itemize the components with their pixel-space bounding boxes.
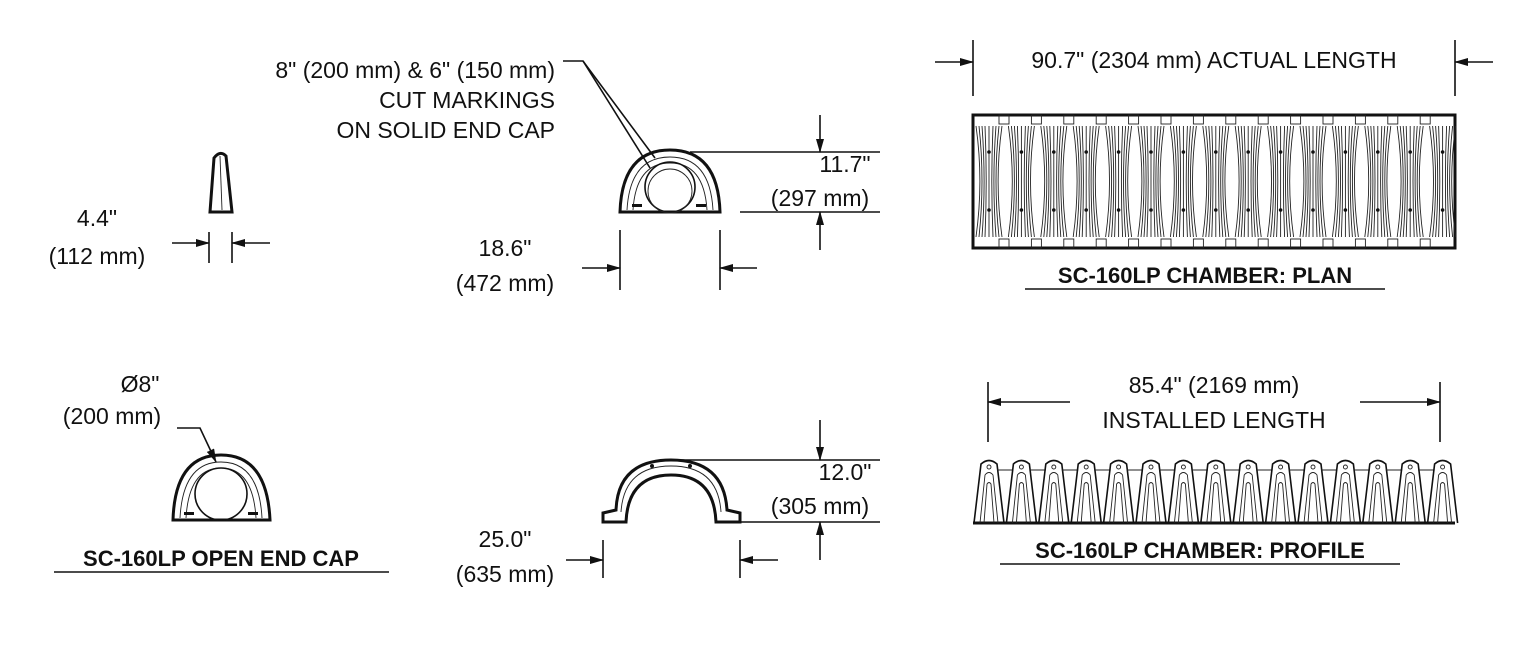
chamber-end-view: 12.0" (305 mm) 25.0" (635 mm) — [456, 420, 880, 587]
corrugation-rib — [1005, 459, 1046, 524]
corrugation-rib — [1396, 114, 1431, 249]
corrugation-rib — [1102, 459, 1143, 524]
corrugation-rib — [1232, 459, 1273, 524]
corrugation-rib — [1169, 114, 1204, 249]
corrugation-rib — [1137, 114, 1172, 249]
installed-length-value: 85.4" (2169 mm) — [1129, 372, 1300, 398]
cut-markings-line-3: ON SOLID END CAP — [336, 117, 555, 143]
corrugation-rib — [1429, 125, 1457, 238]
leader-line — [582, 60, 651, 169]
width-inches: 18.6" — [479, 235, 532, 261]
width-mm: (472 mm) — [456, 270, 554, 296]
corrugation-rib — [1040, 114, 1075, 249]
corrugation-rib — [1299, 114, 1334, 249]
diameter-mm: (200 mm) — [63, 403, 161, 429]
width-inches: 25.0" — [479, 526, 532, 552]
corrugation-rib — [1038, 459, 1079, 524]
cut-markings-line-1: 8" (200 mm) & 6" (150 mm) — [275, 57, 555, 83]
open-end-cap: Ø8" (200 mm) SC-160LP OPEN END CAP — [54, 371, 389, 573]
chamber-profile: 85.4" (2169 mm) INSTALLED LENGTH SC-160L… — [973, 372, 1459, 565]
height-inches: 11.7" — [819, 151, 870, 177]
corrugation-rib — [1362, 459, 1403, 524]
corrugation-rib — [1297, 459, 1338, 524]
corrugation-rib — [1364, 114, 1399, 249]
diameter-inches: Ø8" — [121, 371, 160, 397]
open-end-cap-title: SC-160LP OPEN END CAP — [83, 546, 359, 571]
chamber-plan: 90.7" (2304 mm) ACTUAL LENGTH SC-160LP C… — [935, 40, 1493, 290]
corrugation-rib — [1329, 459, 1370, 524]
corrugation-rib — [1105, 114, 1140, 249]
corrugation-rib — [1070, 459, 1111, 524]
corrugation-rib — [975, 114, 1010, 249]
height-mm: (297 mm) — [771, 185, 869, 211]
corrugation-rib — [1200, 459, 1241, 524]
plan-title: SC-160LP CHAMBER: PLAN — [1058, 263, 1352, 288]
solid-end-cap-width-dimension: 18.6" (472 mm) — [456, 230, 757, 296]
corrugation-rib — [1202, 114, 1237, 249]
corrugation-rib — [1394, 459, 1435, 524]
end-cap-side-view: 4.4" (112 mm) — [49, 151, 270, 269]
solid-end-cap-drawing — [618, 148, 722, 214]
cut-markings-line-2: CUT MARKINGS — [379, 87, 555, 113]
corrugation-rib — [1135, 459, 1176, 524]
cut-markings-callout: 8" (200 mm) & 6" (150 mm) CUT MARKINGS O… — [275, 57, 656, 169]
corrugation-rib — [973, 459, 1014, 524]
corrugation-rib — [1331, 114, 1366, 249]
corrugation-rib — [1267, 114, 1302, 249]
corrugation-rib — [1264, 459, 1305, 524]
corrugation-rib — [1167, 459, 1208, 524]
height-mm: (305 mm) — [771, 493, 869, 519]
height-inches: 12.0" — [819, 459, 872, 485]
corrugation-rib — [1234, 114, 1269, 249]
width-mm: (635 mm) — [456, 561, 554, 587]
leader-line — [563, 60, 656, 159]
actual-length-label: 90.7" (2304 mm) ACTUAL LENGTH — [1031, 47, 1396, 73]
corrugation-rib — [1007, 114, 1042, 249]
installed-length-label: INSTALLED LENGTH — [1102, 407, 1325, 433]
solid-end-cap-height-dimension: 11.7" (297 mm) — [690, 115, 880, 250]
profile-title: SC-160LP CHAMBER: PROFILE — [1035, 538, 1365, 563]
thickness-mm: (112 mm) — [49, 243, 146, 269]
corrugation-rib — [1072, 114, 1107, 249]
corrugation-rib — [1426, 459, 1459, 524]
thickness-inches: 4.4" — [77, 205, 117, 231]
